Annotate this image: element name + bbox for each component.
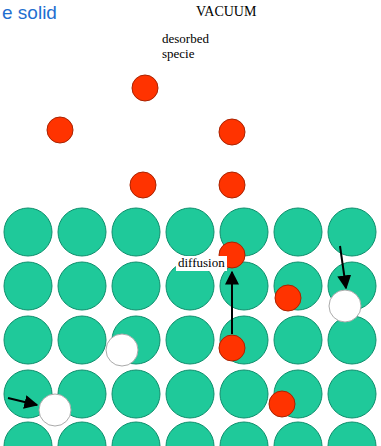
host-atom [58,262,106,310]
host-atoms [4,208,376,446]
host-atom [4,262,52,310]
vacancies [39,290,361,426]
host-atom [220,316,268,364]
motion-arrow [231,272,233,334]
host-atom [220,422,268,446]
motion-arrow [340,246,346,288]
host-atom [4,208,52,256]
host-atom [220,370,268,418]
foreign-atom [219,119,245,145]
host-atom [166,370,214,418]
host-atom [4,422,52,446]
host-atom [58,422,106,446]
foreign-atom [219,335,245,361]
host-atom [112,422,160,446]
host-atom [166,316,214,364]
host-atom [274,422,322,446]
slide-title: e solid [2,2,57,24]
host-atom [328,316,376,364]
species-label: desorbed specie [162,32,228,62]
vacancy [329,290,361,322]
host-atom [112,370,160,418]
foreign-atom [47,117,73,143]
foreign-atom [219,172,245,198]
host-atom [274,208,322,256]
motion-arrow [8,398,37,405]
host-atom [112,262,160,310]
host-atom [274,262,322,310]
host-atom [4,316,52,364]
host-atom [166,422,214,446]
host-atom [166,208,214,256]
host-atom [328,208,376,256]
host-atom [58,316,106,364]
host-atom [274,316,322,364]
vacancy [106,334,138,366]
region-label: VACUUM [196,4,256,20]
host-atom [328,422,376,446]
host-atom [328,370,376,418]
vacancy [39,394,71,426]
foreign-atom [275,285,301,311]
host-atom [112,208,160,256]
foreign-atom [269,391,295,417]
host-atom [220,262,268,310]
host-atom [58,208,106,256]
foreign-atoms [47,75,301,417]
motion-arrows [8,246,346,405]
foreign-atom [130,172,156,198]
foreign-atom [132,75,158,101]
process-label: diffusion [176,256,227,271]
